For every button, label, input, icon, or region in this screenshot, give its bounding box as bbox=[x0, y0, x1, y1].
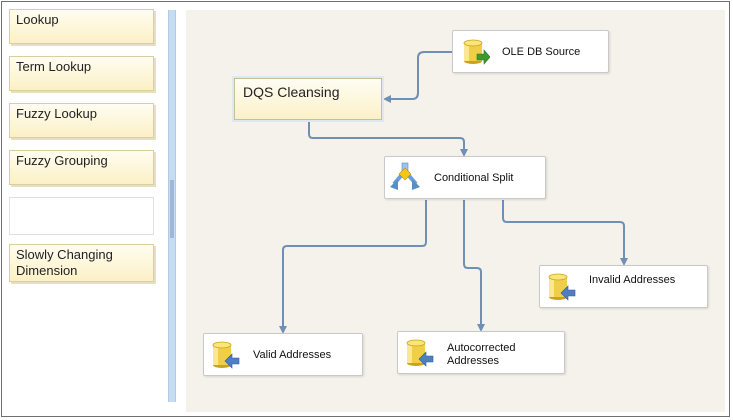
conditional-split-icon bbox=[390, 162, 420, 190]
toolbox-item-slowly-changing-dimension[interactable]: Slowly Changing Dimension bbox=[9, 244, 154, 282]
toolbox-item-label: Lookup bbox=[16, 12, 59, 27]
toolbox-item-label: Slowly Changing Dimension bbox=[16, 247, 113, 278]
component-label: DQS Cleansing bbox=[243, 84, 340, 100]
component-label: Autocorrected Addresses bbox=[447, 342, 516, 367]
dqs-cleansing-component[interactable]: DQS Cleansing bbox=[232, 76, 384, 122]
component-label: Valid Addresses bbox=[253, 349, 332, 361]
autocorrected-addresses-component[interactable]: Autocorrected Addresses bbox=[397, 331, 565, 374]
invalid-addresses-component[interactable]: Invalid Addresses bbox=[539, 265, 708, 308]
toolbox-panel: Lookup Term Lookup Fuzzy Lookup Fuzzy Gr… bbox=[2, 2, 170, 418]
database-destination-icon bbox=[212, 341, 240, 369]
database-destination-icon bbox=[406, 339, 434, 367]
splitter-grip-icon[interactable] bbox=[170, 180, 174, 238]
valid-addresses-component[interactable]: Valid Addresses bbox=[203, 333, 363, 376]
database-source-icon bbox=[463, 39, 490, 65]
ole-db-source-component[interactable]: OLE DB Source bbox=[452, 30, 609, 73]
flow-split-to-autocorrected bbox=[463, 200, 485, 332]
toolbox-item-fuzzy-lookup[interactable]: Fuzzy Lookup bbox=[9, 103, 154, 138]
toolbox-item-lookup[interactable]: Lookup bbox=[9, 9, 154, 44]
flow-dqs-to-split bbox=[308, 121, 468, 157]
panel-splitter[interactable] bbox=[168, 10, 176, 402]
conditional-split-component[interactable]: Conditional Split bbox=[384, 156, 546, 199]
flow-source-to-dqs bbox=[383, 51, 452, 103]
toolbox-item-label: Term Lookup bbox=[16, 59, 92, 74]
component-label: OLE DB Source bbox=[502, 46, 581, 58]
component-label: Invalid Addresses bbox=[589, 274, 676, 286]
flow-split-to-valid bbox=[279, 200, 427, 334]
data-flow-canvas[interactable]: OLE DB Source DQS Cleansing Conditional … bbox=[186, 10, 725, 412]
toolbox-item-label: Fuzzy Grouping bbox=[16, 153, 108, 168]
flow-paths bbox=[279, 51, 628, 334]
toolbox-item-blank[interactable] bbox=[9, 197, 154, 235]
database-destination-icon bbox=[548, 273, 576, 301]
component-label: Conditional Split bbox=[434, 172, 514, 184]
flow-split-to-invalid bbox=[502, 200, 628, 266]
toolbox-item-fuzzy-grouping[interactable]: Fuzzy Grouping bbox=[9, 150, 154, 185]
toolbox-item-term-lookup[interactable]: Term Lookup bbox=[9, 56, 154, 91]
toolbox-item-label: Fuzzy Lookup bbox=[16, 106, 97, 121]
